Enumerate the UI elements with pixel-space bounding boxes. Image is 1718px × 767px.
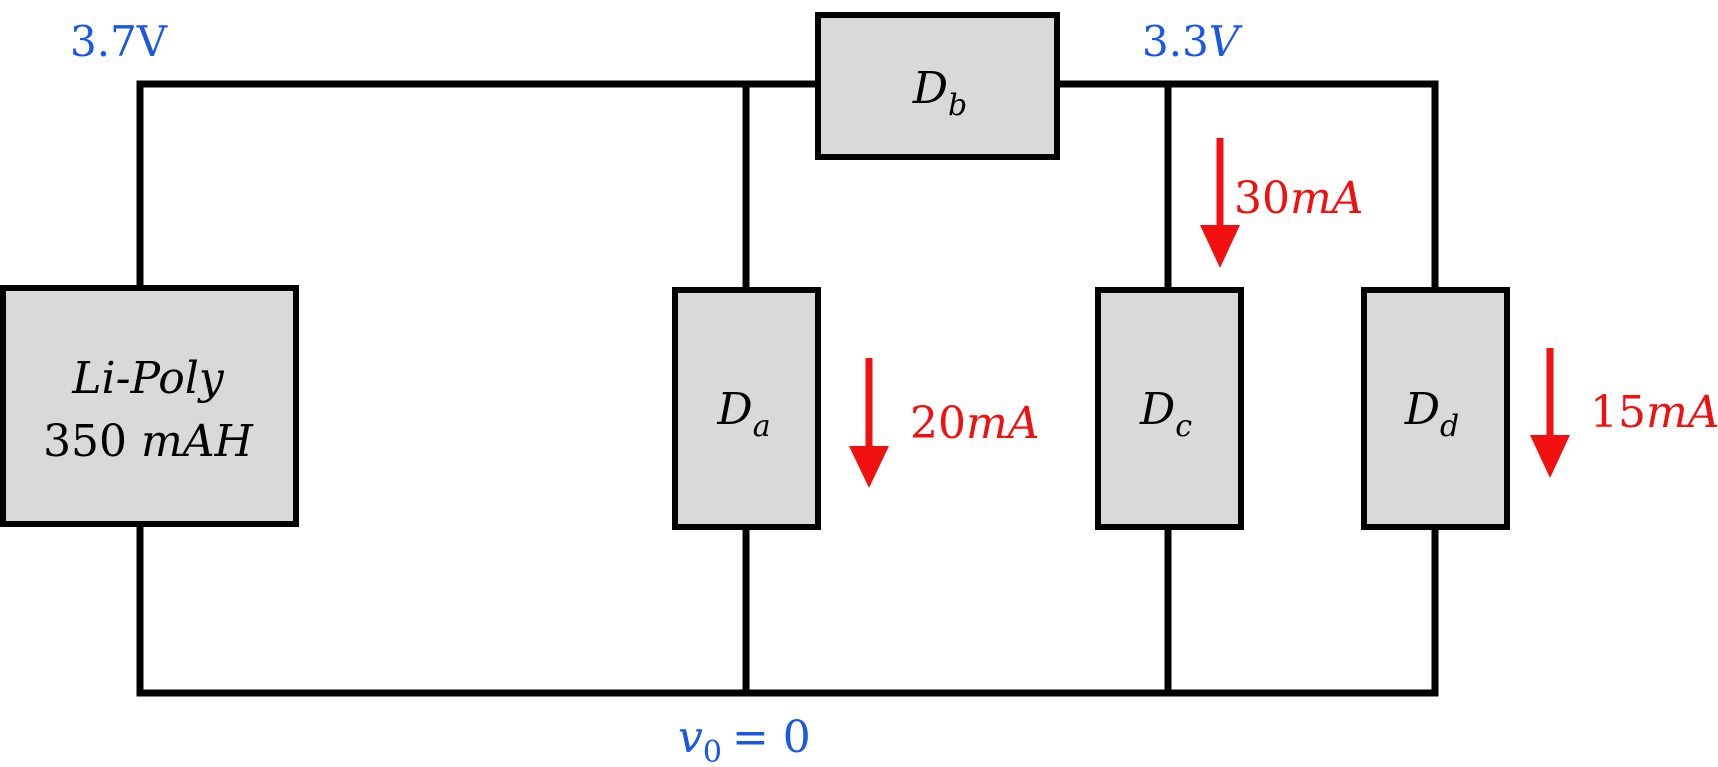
current-arrow-c-head <box>1200 225 1240 268</box>
battery-box <box>0 285 299 527</box>
device-dc-sub: c <box>1175 409 1192 444</box>
battery-block: Li-Poly 350 mAH <box>0 285 299 527</box>
current-label-c: 30mA <box>1234 173 1364 224</box>
ground-voltage-sub: 0 <box>703 735 722 767</box>
device-db: Db <box>815 12 1060 160</box>
device-dd-base: D <box>1404 384 1440 435</box>
current-label-a: 20mA <box>910 398 1040 449</box>
device-da: Da <box>672 287 821 530</box>
battery-capacity-label: 350 mAH <box>43 416 254 467</box>
device-da-base: D <box>716 384 752 435</box>
device-db-box <box>815 12 1060 160</box>
device-dc-box <box>1095 287 1244 530</box>
current-label-c-value: 30 <box>1234 173 1290 224</box>
ground-voltage-var: v <box>678 712 703 763</box>
current-label-d: 15mA <box>1590 387 1718 438</box>
battery-voltage-label: 3.7V <box>70 17 168 66</box>
wires <box>136 80 1439 697</box>
current-label-d-unit: mA <box>1646 387 1718 438</box>
device-dd-box <box>1361 287 1510 530</box>
device-dc: Dc <box>1095 287 1244 530</box>
regulated-voltage-value: 3.3 <box>1142 17 1209 66</box>
device-da-box <box>672 287 821 530</box>
regulated-voltage-unit: V <box>1209 17 1243 66</box>
device-dd-label: Dd <box>1404 384 1460 444</box>
device-dc-label: Dc <box>1139 384 1192 444</box>
battery-capacity-unit: mAH <box>141 416 254 467</box>
current-arrow-a-head <box>849 446 889 488</box>
device-db-base: D <box>912 63 948 114</box>
device-da-label: Da <box>716 384 770 444</box>
current-label-a-unit: mA <box>966 398 1040 449</box>
battery-type-label: Li-Poly <box>71 353 225 404</box>
current-label-a-value: 20 <box>910 398 966 449</box>
current-arrow-d-head <box>1530 435 1570 478</box>
device-db-label: Db <box>912 63 968 123</box>
device-dd-sub: d <box>1440 409 1459 444</box>
device-dd: Dd <box>1361 287 1510 530</box>
device-db-sub: b <box>948 88 967 123</box>
regulated-voltage-label: 3.3V <box>1142 17 1243 66</box>
current-arrow-d <box>1530 348 1570 478</box>
ground-voltage-label: v0 = 0 <box>678 712 811 767</box>
current-arrow-c <box>1200 138 1240 268</box>
current-label-c-unit: mA <box>1290 173 1364 224</box>
current-label-d-value: 15 <box>1590 387 1646 438</box>
device-da-sub: a <box>753 409 771 444</box>
battery-capacity-value: 350 <box>43 416 127 467</box>
current-arrow-a <box>849 358 889 488</box>
device-dc-base: D <box>1139 384 1175 435</box>
ground-voltage-eq: = 0 <box>732 712 811 763</box>
